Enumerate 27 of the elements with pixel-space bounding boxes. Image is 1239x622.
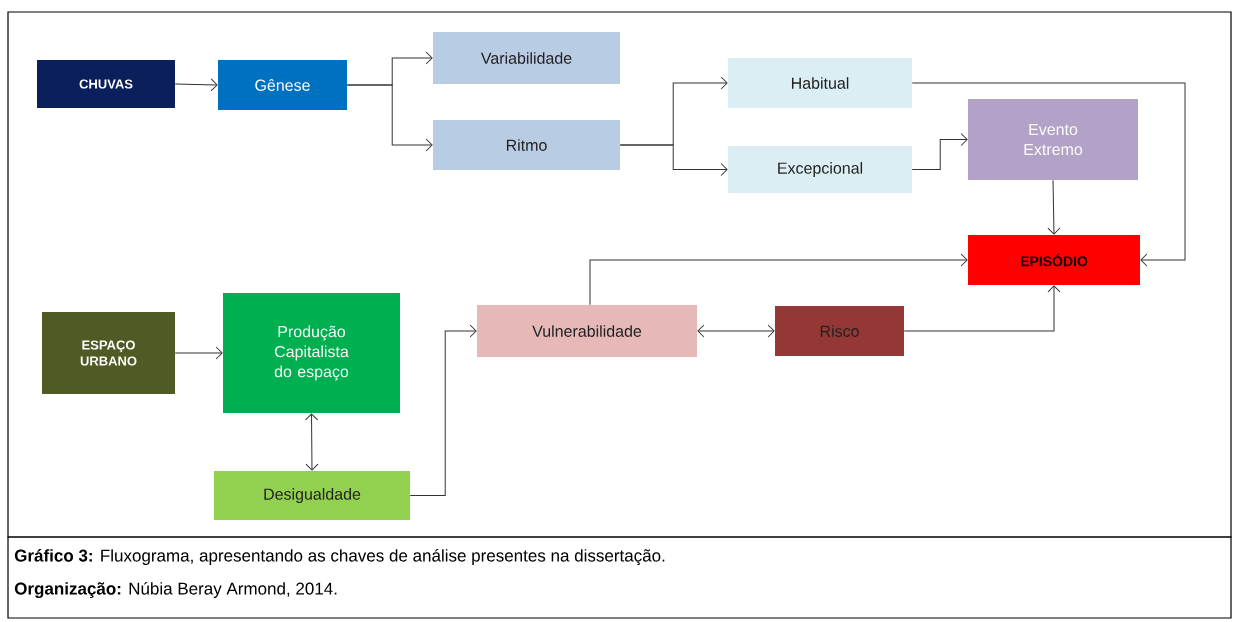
process-box: Excepcional xyxy=(728,146,912,193)
arrow xyxy=(174,78,218,92)
process-box: Desigualdade xyxy=(214,471,410,520)
arrow xyxy=(911,133,968,170)
arrow xyxy=(174,346,223,360)
arrow xyxy=(697,324,775,338)
process-box: Vulnerabilidade xyxy=(477,305,697,357)
arrow xyxy=(1047,179,1061,235)
caption: Gráfico 3: Fluxograma, apresentando as chaves de análise presentes na dissertação. xyxy=(14,548,665,566)
start-box: CHUVAS xyxy=(37,60,175,108)
arrow xyxy=(346,84,433,152)
arrow xyxy=(619,144,728,176)
arrow xyxy=(305,413,319,471)
result-box: EPISÓDIO xyxy=(968,235,1140,285)
process-box: Evento Extremo xyxy=(968,99,1138,180)
arrow xyxy=(911,82,1186,267)
arrow xyxy=(903,285,1061,332)
process-box: Risco xyxy=(775,306,904,356)
arrow xyxy=(589,253,968,306)
start-box: ESPAÇO URBANO xyxy=(42,312,175,394)
note: Organização: Núbia Beray Armond, 2014. xyxy=(14,581,337,599)
process-box: Ritmo xyxy=(433,120,620,170)
process-box: Habitual xyxy=(728,58,912,108)
process-box: Gênese xyxy=(218,60,347,110)
process-box: Variabilidade xyxy=(433,32,620,84)
process-box: Produção Capitalista do espaço xyxy=(223,293,400,413)
arrow xyxy=(409,324,477,496)
